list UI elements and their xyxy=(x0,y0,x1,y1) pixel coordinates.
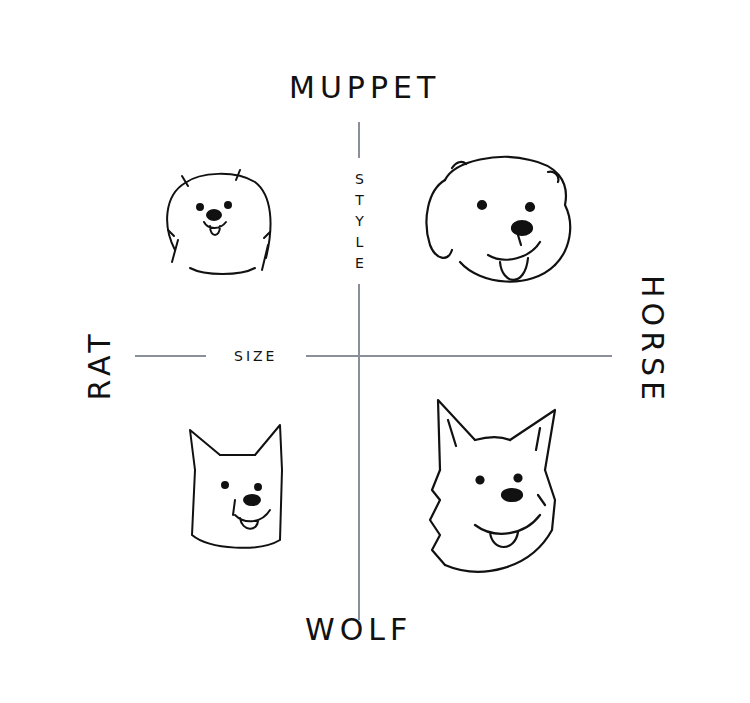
style-axis-bottom xyxy=(358,284,360,620)
wolf-small-dog xyxy=(190,425,282,548)
style-axis-top xyxy=(358,122,360,158)
muppet-small-dog xyxy=(167,170,270,274)
size-axis-left xyxy=(135,355,206,357)
axis-end-label: WOLF xyxy=(305,615,412,645)
muppet-large-dog xyxy=(426,157,570,282)
axis-end-label: HORSE xyxy=(637,275,667,405)
wolf-large-dog xyxy=(430,400,555,572)
axis-end-label: RAT xyxy=(85,329,115,400)
axis-end-label: MUPPET xyxy=(289,73,440,103)
axis-name: SIZE xyxy=(234,349,277,363)
size-axis-right xyxy=(306,355,612,357)
axis-name: STYLE xyxy=(355,169,364,274)
axis-lines xyxy=(135,122,612,620)
